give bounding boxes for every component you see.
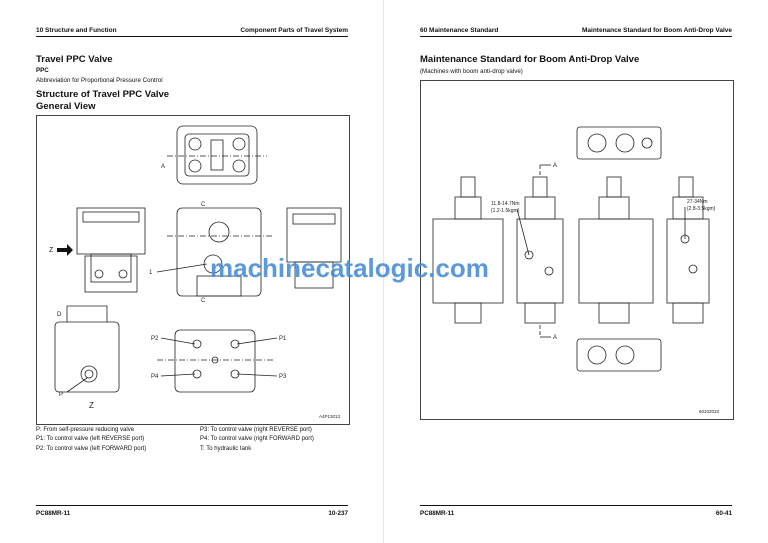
right-assembly bbox=[578, 176, 654, 324]
legend-item: T: To hydraulic tank bbox=[200, 445, 252, 452]
boom-anti-drop-heading: Maintenance Standard for Boom Anti-Drop … bbox=[420, 54, 640, 65]
legend-item: P3: To control valve (right REVERSE port… bbox=[200, 427, 312, 433]
section-a-bottom: A bbox=[553, 335, 557, 341]
legend-col-2: P3: To control valve (right REVERSE port… bbox=[200, 426, 314, 454]
center-assembly bbox=[516, 176, 564, 324]
label-part-1: 1 bbox=[149, 270, 153, 276]
right-figure-code: 60102033 bbox=[699, 409, 720, 414]
port-view bbox=[157, 329, 273, 393]
label-z-view: Z bbox=[89, 401, 94, 410]
left-side-view bbox=[76, 207, 146, 293]
ppc-valve-drawing: A C Z 1 C D P2 P4 P1 P3 P Z A4P13013 bbox=[36, 115, 350, 425]
left-figure-code: A4P13013 bbox=[319, 414, 341, 419]
ppc-valve-svg: A C Z 1 C D P2 P4 P1 P3 P Z A4P13013 bbox=[49, 125, 342, 419]
center-view bbox=[167, 207, 273, 297]
torque-2-nm: 27-34Nm bbox=[687, 199, 708, 205]
label-p1: P1 bbox=[279, 336, 287, 342]
legend-item: P2: To control valve (left FORWARD port) bbox=[36, 445, 147, 452]
anti-drop-valve-drawing: A A 11.8-14.7Nm {1.2-1.5kgm} 27-34Nm {2.… bbox=[420, 80, 734, 420]
travel-ppc-heading: Travel PPC Valve bbox=[36, 54, 113, 65]
right-footer: PC88MR-11 60-41 bbox=[420, 505, 732, 517]
left-footer: PC88MR-11 10-237 bbox=[36, 505, 348, 517]
legend-item: P: From self-pressure reducing valve bbox=[36, 427, 135, 433]
left-header-title: Component Parts of Travel System bbox=[240, 27, 348, 34]
watermark: machinecatalogic.com bbox=[210, 253, 489, 283]
left-header: 10 Structure and Function Component Part… bbox=[36, 18, 348, 37]
general-view-heading: General View bbox=[36, 101, 96, 112]
abbr-desc: Abbreviation for Proportional Pressure C… bbox=[36, 77, 163, 84]
label-a-top: A bbox=[161, 164, 165, 170]
right-header-section: 60 Maintenance Standard bbox=[420, 27, 499, 34]
far-right-assembly bbox=[666, 176, 710, 324]
legend-col-1: P: From self-pressure reducing valve P1:… bbox=[36, 426, 146, 454]
top-plate bbox=[576, 126, 662, 160]
right-header: 60 Maintenance Standard Maintenance Stan… bbox=[420, 18, 732, 37]
section-a-top: A bbox=[553, 163, 557, 169]
legend-item: P1: To control valve (left REVERSE port) bbox=[36, 436, 145, 443]
label-p3: P3 bbox=[279, 374, 287, 380]
label-p2: P2 bbox=[151, 336, 159, 342]
right-footer-page: 60-41 bbox=[715, 510, 732, 517]
structure-heading: Structure of Travel PPC Valve bbox=[36, 89, 170, 100]
left-header-section: 10 Structure and Function bbox=[36, 27, 117, 34]
abbr-title: PPC bbox=[36, 67, 49, 74]
label-p4: P4 bbox=[151, 374, 159, 380]
label-p: P bbox=[59, 392, 63, 398]
label-c-bottom: C bbox=[201, 298, 206, 304]
torque-1-nm: 11.8-14.7Nm bbox=[491, 201, 520, 207]
boom-note: (Machines with boom anti-drop valve) bbox=[420, 68, 523, 75]
torque-2-kgm: {2.8-3.5kgm} bbox=[687, 206, 716, 212]
top-view bbox=[167, 125, 267, 185]
torque-1-kgm: {1.2-1.5kgm} bbox=[491, 208, 520, 214]
right-side-view bbox=[286, 207, 342, 289]
label-c-top: C bbox=[201, 202, 206, 208]
left-page: 10 Structure and Function Component Part… bbox=[36, 18, 350, 517]
left-assembly bbox=[432, 176, 504, 324]
label-d: D bbox=[57, 312, 62, 318]
legend-item: P4: To control valve (right FORWARD port… bbox=[200, 436, 314, 443]
right-footer-model: PC88MR-11 bbox=[420, 510, 455, 517]
label-z-arrow: Z bbox=[49, 247, 54, 254]
left-footer-page: 10-237 bbox=[328, 510, 348, 517]
right-header-title: Maintenance Standard for Boom Anti-Drop … bbox=[581, 27, 732, 34]
section-d-view bbox=[54, 305, 120, 393]
bottom-plate bbox=[576, 338, 662, 372]
left-footer-model: PC88MR-11 bbox=[36, 510, 71, 517]
right-page: 60 Maintenance Standard Maintenance Stan… bbox=[384, 0, 768, 543]
anti-drop-valve-svg: A A 11.8-14.7Nm {1.2-1.5kgm} 27-34Nm {2.… bbox=[432, 126, 720, 414]
